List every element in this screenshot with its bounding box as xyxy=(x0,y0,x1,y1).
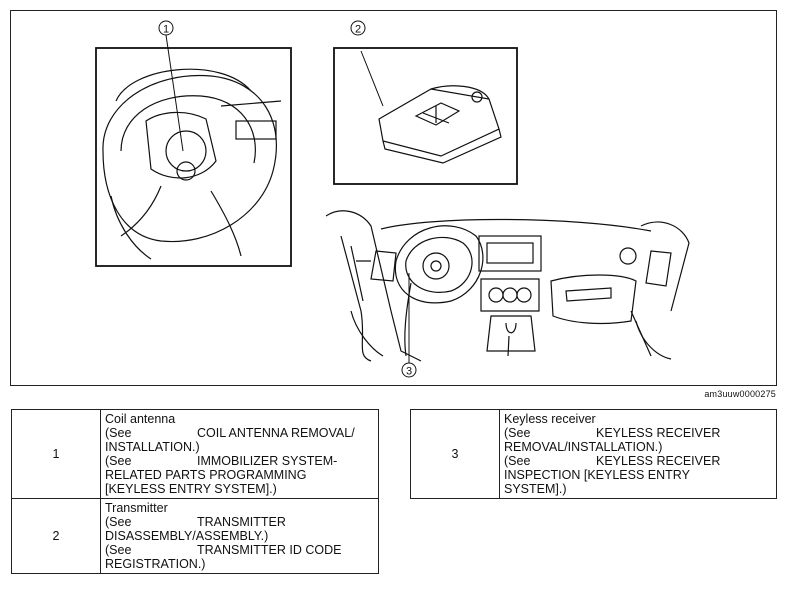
dashboard-illustration: 1 2 xyxy=(95,20,690,378)
figure-id: am3uuw0000275 xyxy=(704,389,776,399)
steering-wheel-drawing xyxy=(102,68,282,260)
legend-title: Keyless receiver xyxy=(504,412,596,426)
legend-title: Transmitter xyxy=(105,501,168,515)
reference-line: INSTALLATION.) xyxy=(105,440,200,454)
reference-line: REGISTRATION.) xyxy=(105,557,206,571)
transmitter-drawing xyxy=(360,50,502,164)
legend-number: 2 xyxy=(11,498,101,574)
callout-2-label: 2 xyxy=(355,24,361,36)
inset-transmitter xyxy=(333,47,518,185)
legend-title: Coil antenna xyxy=(105,412,176,426)
reference-line: DISASSEMBLY/ASSEMBLY.) xyxy=(105,529,269,543)
illustration-frame: 1 2 xyxy=(10,10,777,386)
callout-1-label: 1 xyxy=(163,24,169,36)
callout-2-circle xyxy=(350,20,366,36)
reference-line: [KEYLESS ENTRY SYSTEM].) xyxy=(105,482,277,496)
legend-number: 3 xyxy=(410,409,500,499)
callout-3-label: 3 xyxy=(406,366,412,378)
dashboard-drawing xyxy=(325,210,690,362)
inset-coil-antenna xyxy=(95,47,292,267)
reference-line: INSPECTION [KEYLESS ENTRY xyxy=(504,468,690,482)
legend-number: 1 xyxy=(11,409,101,499)
reference-line: REMOVAL/INSTALLATION.) xyxy=(504,440,663,454)
reference-line: RELATED PARTS PROGRAMMING xyxy=(105,468,307,482)
reference-line: SYSTEM].) xyxy=(504,482,567,496)
callout-3-circle xyxy=(401,362,417,378)
